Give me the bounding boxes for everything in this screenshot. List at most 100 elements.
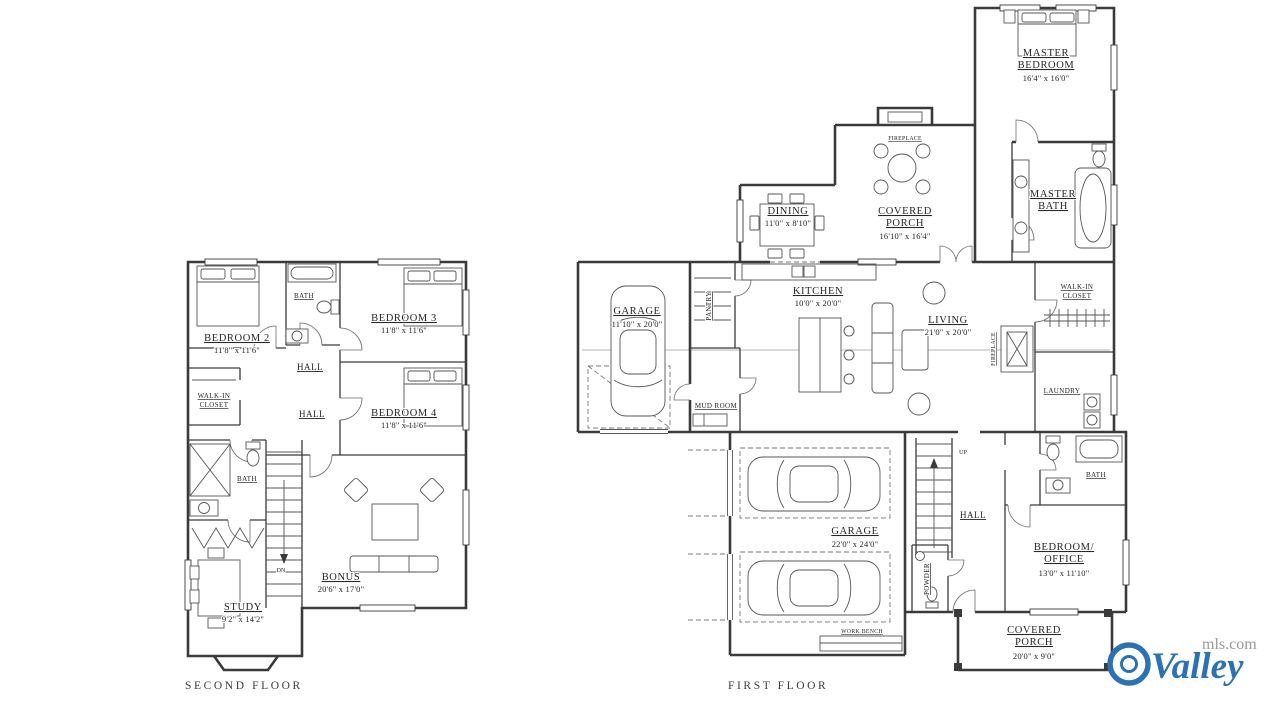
dims-covered-porch-bottom: 20'0" x 9'0": [1013, 651, 1055, 661]
label-bath-top: BATH: [294, 292, 314, 300]
first-floor-caption: FIRST FLOOR: [728, 680, 828, 692]
label-powder: POWDER: [923, 563, 931, 595]
master-bath-fixtures: [1012, 143, 1112, 253]
label-hall: HALL: [960, 510, 986, 520]
pantry-shelves: [694, 277, 731, 321]
label-covered-porch-bottom-line2: PORCH: [1015, 637, 1053, 648]
label-pantry: PANTRY: [705, 291, 713, 320]
bed-master: [1003, 9, 1090, 57]
label-work-bench: WORK BENCH: [841, 629, 883, 635]
living-fireplace: [1000, 325, 1034, 373]
first-floor-windows: [736, 4, 1130, 616]
label-stairs-dn: DN: [277, 567, 286, 574]
bed-bedroom4: [403, 367, 463, 427]
dims-kitchen: 10'0" x 20'0": [795, 298, 842, 308]
first-floor-stairs: [916, 443, 952, 553]
label-master-bath-line2: BATH: [1038, 201, 1068, 212]
bath-fixtures: [1045, 435, 1123, 494]
dims-garage-single: 11'10" x 20'0": [612, 319, 663, 329]
label-master-bedroom-line1: MASTER: [1023, 48, 1069, 59]
porch-fireplace-box: [876, 106, 934, 125]
label-garage-single: GARAGE: [613, 306, 660, 317]
second-floor-furniture: [189, 263, 463, 629]
label-bedroom4: BEDROOM 4: [371, 408, 437, 419]
label-walkin-line2: CLOSET: [200, 401, 229, 409]
valleymls-logo-icon: [1107, 642, 1151, 686]
study-zigzag: [191, 527, 265, 549]
second-floor-stairs: [266, 451, 302, 597]
label-bedroom2: BEDROOM 2: [204, 333, 270, 344]
toilet-left-bath: [245, 441, 261, 467]
dims-study: 9'2" x 14'2": [222, 614, 264, 624]
label-covered-porch-top-line2: PORCH: [886, 218, 924, 229]
watermark-suffix: mls.com: [1202, 636, 1257, 653]
second-floor-labels: BEDROOM 2 11'8" x 11'6" BATH BEDROOM 3 1…: [197, 291, 438, 625]
bed-bedroom2: [196, 265, 260, 327]
dims-bedroom4: 11'8" x 11'6": [381, 420, 427, 430]
first-floor-furniture: [610, 9, 1123, 671]
dims-covered-porch-top: 16'10" x 16'4": [879, 231, 930, 241]
label-bath-first: BATH: [1086, 471, 1106, 479]
dims-bedroom-office: 13'0" x 11'10": [1039, 568, 1090, 578]
second-floor-walls: [186, 260, 468, 672]
laundry-machines: [1083, 393, 1101, 429]
label-dining: DINING: [768, 206, 809, 217]
label-garage-main: GARAGE: [831, 526, 878, 537]
label-bath-left: BATH: [237, 475, 257, 483]
second-floor-caption: SECOND FLOOR: [185, 680, 303, 692]
dims-master-bedroom: 16'4" x 16'0": [1023, 73, 1070, 83]
first-floor-plan: MASTER BEDROOM 16'4" x 16'0" MASTER BATH…: [576, 4, 1130, 672]
label-bedroom-office-line1: BEDROOM/: [1034, 542, 1094, 553]
dims-bedroom3: 11'8" x 11'6": [381, 325, 427, 335]
label-study: STUDY: [224, 602, 262, 613]
label-laundry: LAUNDRY: [1044, 387, 1081, 395]
living-furniture: [871, 281, 946, 416]
shower-left-bath: [189, 443, 231, 497]
first-floor-labels: MASTER BEDROOM 16'4" x 16'0" MASTER BATH…: [611, 47, 1107, 662]
sink-top-bath: [285, 328, 309, 344]
vanity-left-bath: [189, 499, 219, 517]
study-bay-window: [212, 655, 280, 672]
second-floor-plan: BEDROOM 2 11'8" x 11'6" BATH BEDROOM 3 1…: [184, 258, 470, 672]
mudroom-bench: [692, 413, 728, 427]
label-stairs-up: UP: [959, 449, 967, 456]
dining-table-set: [749, 193, 825, 259]
car-garage-2: [747, 560, 881, 616]
powder-fixtures: [915, 551, 939, 609]
label-mud-room: MUD ROOM: [695, 402, 738, 410]
label-living-fireplace: FIREPLACE: [991, 332, 997, 366]
toilet-top-bath: [316, 299, 340, 315]
dims-dining: 11'0" x 8'10": [765, 218, 811, 228]
second-floor-windows: [184, 258, 470, 612]
dims-bonus: 20'6" x 17'0": [318, 584, 365, 594]
dims-bedroom2: 11'8" x 11'6": [214, 345, 260, 355]
label-walkin-first-line1: WALK-IN: [1061, 283, 1094, 291]
second-floor-doors: [227, 322, 363, 543]
label-bedroom-office-line2: OFFICE: [1044, 554, 1084, 565]
first-floor-walls: [576, 6, 1128, 672]
label-hall-upper: HALL: [297, 362, 323, 372]
valleymls-watermark: mls.com Valley: [1107, 636, 1257, 687]
label-bedroom3: BEDROOM 3: [371, 313, 437, 324]
kitchen-counters: [741, 263, 877, 393]
label-walkin-line1: WALK-IN: [198, 392, 231, 400]
label-covered-porch-bottom-line1: COVERED: [1007, 625, 1061, 636]
bathtub-top-bath: [287, 263, 337, 283]
car-garage-1: [747, 456, 881, 512]
label-covered-porch-top-line1: COVERED: [878, 206, 932, 217]
walkin-closet-rod: [1044, 309, 1110, 327]
study-table: [189, 547, 241, 629]
dims-garage-main: 22'0" x 24'0": [832, 539, 879, 549]
bed-bedroom3: [403, 267, 463, 327]
label-walkin-first-line2: CLOSET: [1063, 292, 1092, 300]
watermark-brand: Valley: [1151, 646, 1244, 687]
label-living: LIVING: [928, 315, 968, 326]
bonus-seating: [344, 478, 444, 573]
garage-door-panels: [600, 429, 733, 620]
label-hall-lower: HALL: [299, 409, 325, 419]
porch-table-set: [873, 143, 931, 195]
label-master-bedroom-line2: BEDROOM: [1018, 60, 1075, 71]
label-bonus: BONUS: [322, 572, 361, 583]
